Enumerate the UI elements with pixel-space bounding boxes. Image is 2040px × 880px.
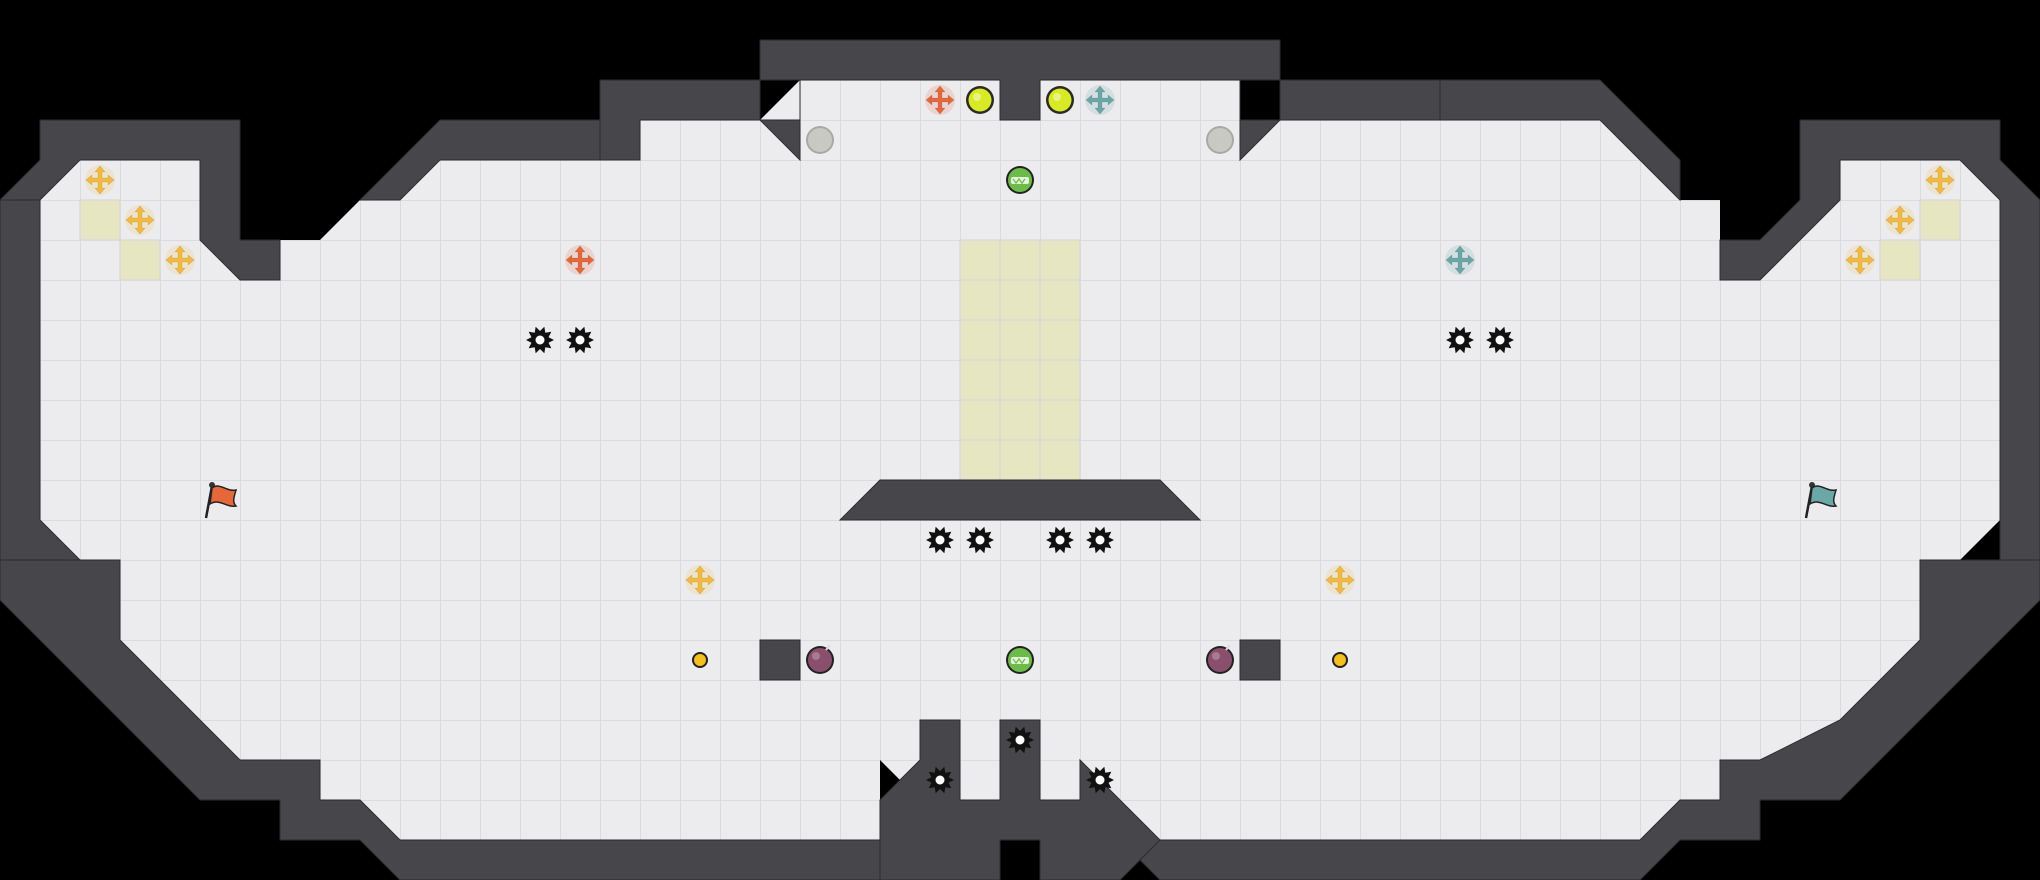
highlight-tile: [1039, 279, 1081, 321]
highlight-tile: [1919, 199, 1961, 241]
highlight-tile: [999, 399, 1041, 441]
highlight-tile: [1039, 359, 1081, 401]
wall-segment: [358, 119, 601, 201]
button-icon: [966, 86, 994, 114]
bomb-icon: [1206, 644, 1234, 674]
highlight-tile: [1039, 319, 1081, 361]
yellow-boost-icon: [1885, 205, 1915, 235]
wall-segment: [1719, 119, 2040, 561]
wall-segment: [1439, 79, 1681, 202]
spike-icon: [1086, 766, 1114, 794]
highlight-tile: [959, 399, 1001, 441]
highlight-tile: [1879, 239, 1921, 281]
powerup-icon: [1006, 646, 1034, 674]
spike-icon: [1006, 726, 1034, 754]
blue-flag-icon: [1804, 482, 1838, 519]
powerup-icon: [1006, 166, 1034, 194]
floor-layer: [40, 80, 2000, 840]
yellow-boost-icon: [125, 205, 155, 235]
yellow-boost-icon: [85, 165, 115, 195]
highlight-tile: [1039, 399, 1081, 441]
wall-segment: [0, 199, 82, 561]
red-boost-icon: [565, 245, 595, 275]
highlight-tile: [999, 359, 1041, 401]
wall-segment: [879, 719, 1161, 880]
highlight-tile: [959, 439, 1001, 481]
highlight-tile: [1039, 439, 1081, 481]
yellow-boost-icon: [1325, 565, 1355, 595]
spike-icon: [566, 326, 594, 354]
portal-icon: [1332, 652, 1348, 668]
highlight-tile: [1039, 239, 1081, 281]
wall-segment: [1239, 639, 1281, 681]
red-boost-icon: [925, 85, 955, 115]
wall-segment: [758, 39, 1282, 162]
highlight-tile: [119, 239, 161, 281]
wall-segment: [759, 639, 801, 681]
wall-layer: [0, 39, 2040, 880]
spike-icon: [926, 766, 954, 794]
highlight-tile: [959, 279, 1001, 321]
highlight-tile: [999, 279, 1041, 321]
spike-icon: [1446, 326, 1474, 354]
entity-layer: [85, 85, 1955, 794]
wall-segment: [0, 119, 281, 281]
highlight-tile: [959, 239, 1001, 281]
highlight-tile: [959, 319, 1001, 361]
wall-segment: [838, 479, 1202, 521]
spike-icon: [966, 526, 994, 554]
highlight-tile: [999, 239, 1041, 281]
spike-icon: [1046, 526, 1074, 554]
button-off-icon: [806, 126, 834, 154]
highlight-tile: [999, 319, 1041, 361]
button-off-icon: [1206, 126, 1234, 154]
wall-segment: [1279, 79, 1441, 121]
red-flag-icon: [204, 482, 238, 519]
spike-icon: [926, 526, 954, 554]
spike-icon: [526, 326, 554, 354]
blue-boost-icon: [1445, 245, 1475, 275]
blue-boost-icon: [1085, 85, 1115, 115]
yellow-boost-icon: [1845, 245, 1875, 275]
yellow-boost-icon: [685, 565, 715, 595]
bomb-icon: [806, 644, 834, 674]
spike-icon: [1086, 526, 1114, 554]
yellow-boost-icon: [165, 245, 195, 275]
button-icon: [1046, 86, 1074, 114]
yellow-boost-icon: [1925, 165, 1955, 195]
highlight-tile: [959, 359, 1001, 401]
highlight-tile: [999, 439, 1041, 481]
portal-icon: [692, 652, 708, 668]
spike-icon: [1486, 326, 1514, 354]
highlight-tile: [79, 199, 121, 241]
